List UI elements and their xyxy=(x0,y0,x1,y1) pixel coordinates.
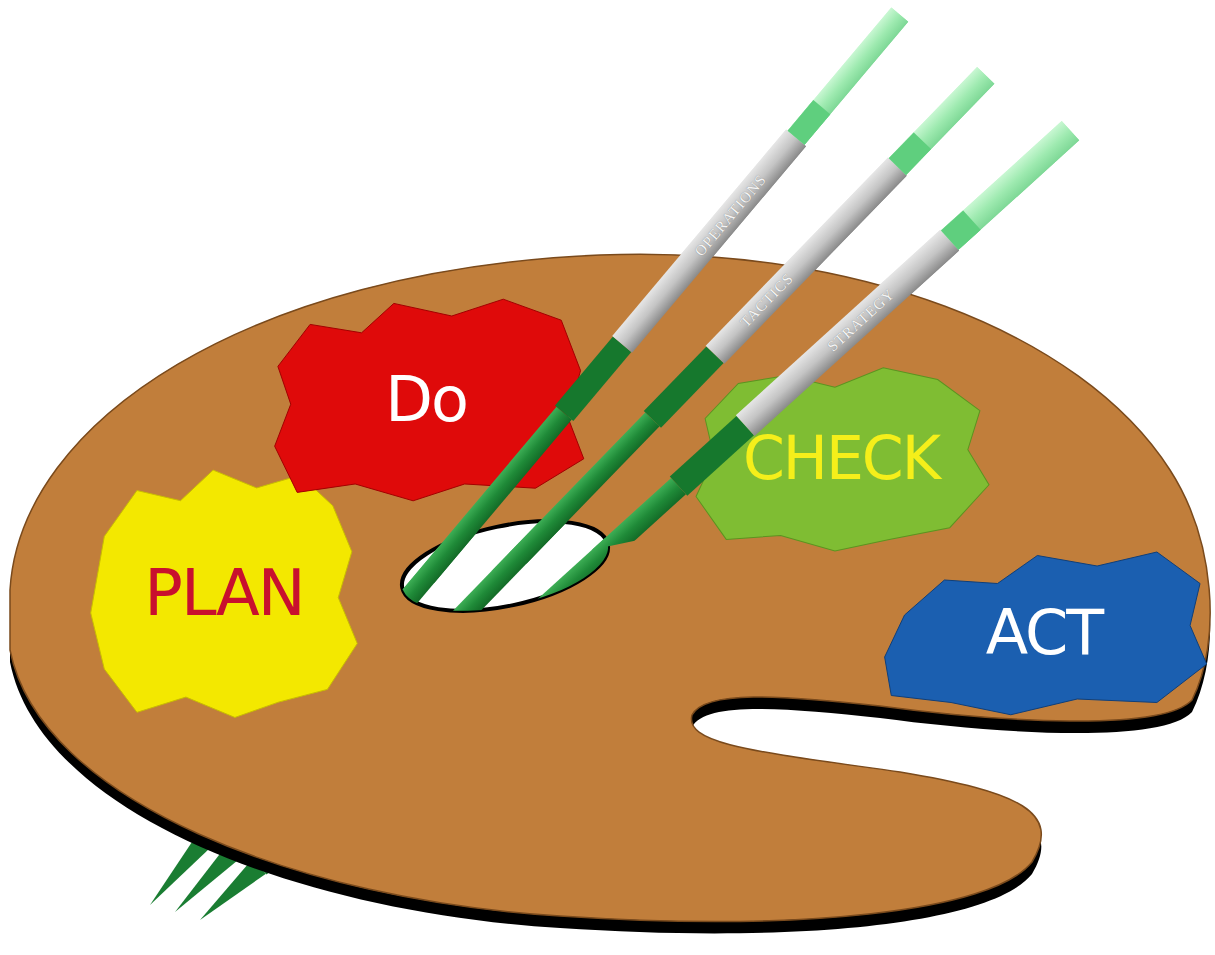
paint-blob: CHECK xyxy=(690,360,992,555)
paint-blob: ACT xyxy=(878,545,1210,720)
blob-outline xyxy=(885,552,1207,715)
blob-outline xyxy=(275,299,584,501)
stage-label: Do xyxy=(385,369,467,431)
brush-label: OPERATIONS xyxy=(692,171,769,258)
blob-outline xyxy=(91,470,358,717)
brushes-in-hole xyxy=(140,6,1080,930)
stage-label: ACT xyxy=(986,602,1103,664)
stage-label: CHECK xyxy=(743,428,939,488)
blob-outline xyxy=(696,368,989,551)
brush-label: TACTICS xyxy=(738,270,796,329)
paint-blob: PLAN xyxy=(88,465,360,720)
brush-label: STRATEGY xyxy=(824,286,897,354)
stage-label: PLAN xyxy=(144,561,303,625)
paint-blob: Do xyxy=(265,295,587,505)
palette-board xyxy=(10,254,1210,921)
brushes-above-palette xyxy=(140,6,1080,930)
